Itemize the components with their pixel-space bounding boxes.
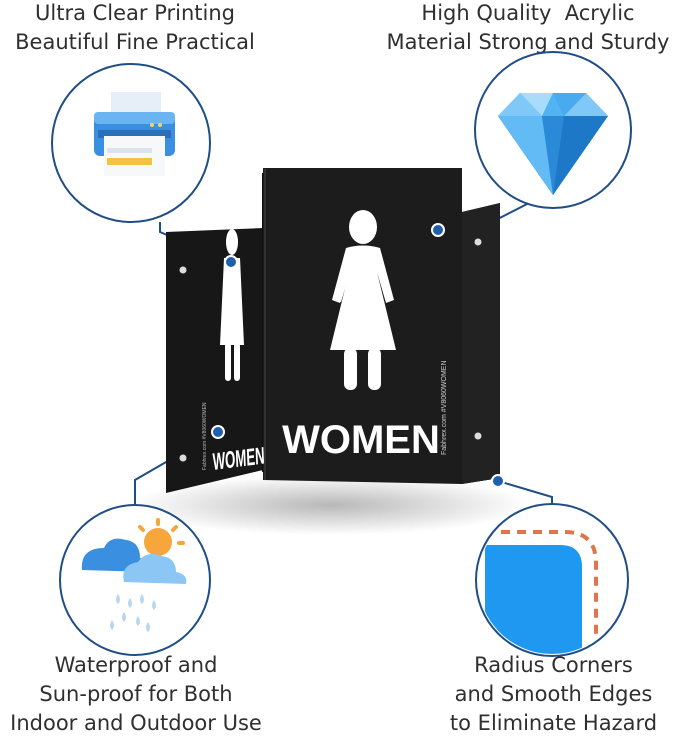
caption-line: Indoor and Outdoor Use — [10, 711, 262, 735]
sign-shadow — [130, 475, 530, 535]
rounded-corner-icon — [485, 530, 598, 654]
caption-bottom-left: Waterproof and Sun-proof for Both Indoor… — [0, 651, 272, 738]
sign: WOMEN Fabhrex.com #V8060WOMEN WOMEN Fabh… — [166, 168, 500, 493]
weather-icon — [81, 518, 187, 632]
woman-figure-side-icon — [220, 229, 244, 381]
callout-dot — [431, 223, 445, 237]
diamond-icon — [498, 93, 608, 195]
sign-vertical-text-left: Fabhrex.com #V8060WOMEN — [202, 402, 208, 470]
caption-line: to Eliminate Hazard — [449, 711, 658, 735]
caption-line: Radius Corners — [474, 653, 633, 677]
callout-dot — [491, 474, 505, 488]
callout-dot — [224, 255, 238, 269]
callout-dot — [211, 425, 225, 439]
caption-line: Sun-proof for Both — [39, 682, 233, 706]
caption-line: Material Strong and Sturdy — [386, 30, 670, 54]
sign-front-label: WOMEN — [282, 418, 440, 462]
caption-line: Ultra Clear Printing — [35, 1, 235, 25]
caption-top-right: High Quality Acrylic Material Strong and… — [378, 0, 678, 57]
printer-icon — [94, 92, 175, 176]
caption-bottom-right: Radius Corners and Smooth Edges to Elimi… — [428, 651, 679, 738]
sign-side-label: WOMEN — [212, 442, 265, 476]
caption-top-left: Ultra Clear Printing Beautiful Fine Prac… — [0, 0, 270, 57]
woman-figure-icon — [330, 210, 396, 390]
caption-line: and Smooth Edges — [454, 682, 653, 706]
caption-line: Beautiful Fine Practical — [15, 30, 255, 54]
sign-vertical-text-right: Fabhrex.com #V8060WOMEN — [441, 360, 448, 455]
caption-line: High Quality Acrylic — [421, 1, 635, 25]
caption-line: Waterproof and — [54, 653, 218, 677]
